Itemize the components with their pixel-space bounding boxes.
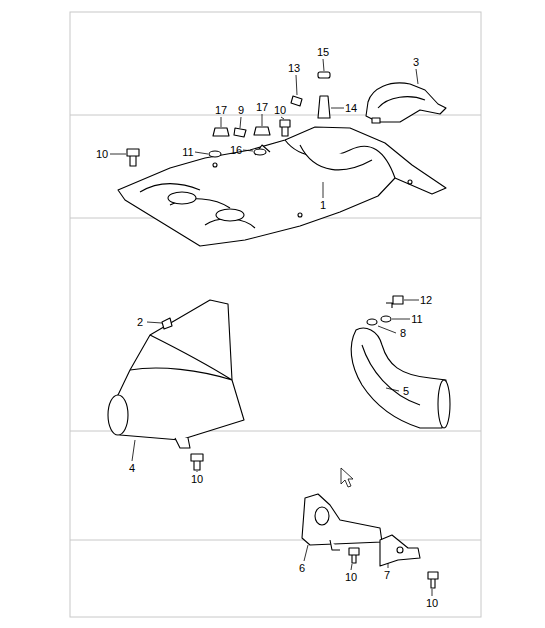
callout-number: 10 bbox=[96, 148, 108, 160]
small-bracket bbox=[380, 535, 438, 588]
cursor-icon bbox=[341, 468, 353, 487]
callout-number: 15 bbox=[317, 46, 329, 58]
leader-lines bbox=[110, 59, 432, 596]
callout-number: 14 bbox=[345, 102, 357, 114]
air-duct bbox=[108, 300, 244, 470]
callout-number: 16 bbox=[230, 144, 242, 156]
callout-number: 10 bbox=[426, 597, 438, 609]
callout-number: 8 bbox=[400, 327, 406, 339]
shroud bbox=[118, 127, 446, 246]
callout-number: 11 bbox=[182, 146, 193, 158]
callout-number: 10 bbox=[345, 571, 357, 583]
bracket-plate bbox=[302, 494, 382, 563]
callout-number: 2 bbox=[137, 316, 143, 328]
callout-number: 10 bbox=[274, 104, 286, 116]
callout-number: 10 bbox=[191, 473, 203, 485]
callout-number: 13 bbox=[288, 62, 300, 74]
page-frame bbox=[70, 12, 481, 617]
callout-number: 5 bbox=[403, 385, 409, 397]
callout-number: 17 bbox=[215, 104, 227, 116]
callout-number: 12 bbox=[420, 294, 432, 306]
callout-number: 4 bbox=[129, 462, 135, 474]
callout-number: 1 bbox=[320, 199, 326, 211]
curved-duct bbox=[351, 296, 450, 428]
cover bbox=[366, 83, 446, 123]
callout-number: 7 bbox=[384, 569, 390, 581]
callout-number: 17 bbox=[256, 101, 268, 113]
callout-number: 11 bbox=[411, 313, 422, 325]
callout-number: 6 bbox=[299, 562, 305, 574]
fasteners bbox=[127, 72, 330, 166]
callout-number: 9 bbox=[238, 104, 244, 116]
callout-number: 3 bbox=[413, 56, 419, 68]
